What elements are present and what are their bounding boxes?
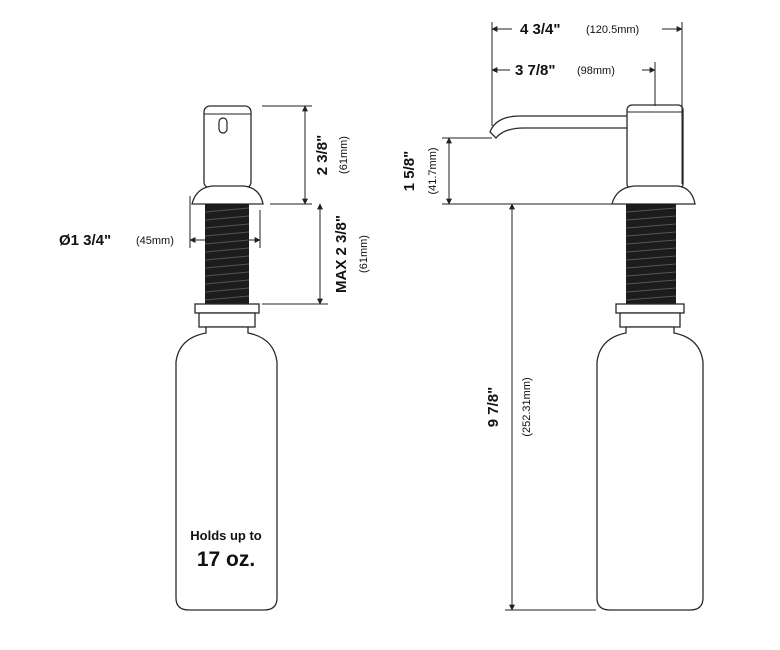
- spout-height-metric: (41.7mm): [427, 147, 439, 194]
- right-collar: [619, 312, 681, 328]
- diameter-imperial: Ø1 3/4": [59, 232, 111, 249]
- right-bottle: [596, 326, 704, 611]
- left-bottle: [175, 326, 278, 611]
- left-height-metric: (61mm): [338, 136, 350, 174]
- right-threaded-shank: [626, 204, 676, 304]
- left-dispenser-view: Holds up to 17 oz. 2 3/8" (61mm) MAX 2 3…: [59, 105, 370, 611]
- left-threaded-shank: [205, 204, 249, 304]
- right-dispenser-view: 4 3/4" (120.5mm) 3 7/8" (98mm) 1 5/8" (4…: [401, 16, 704, 611]
- spout-reach-metric: (98mm): [577, 65, 615, 77]
- overall-reach-metric: (120.5mm): [586, 24, 639, 36]
- right-flange: [611, 185, 696, 205]
- right-spout: [489, 115, 629, 139]
- below-counter-imperial: 9 7/8": [485, 387, 502, 427]
- bottle-capacity-value: 17 oz.: [197, 548, 255, 571]
- spout-reach-imperial: 3 7/8": [515, 62, 555, 79]
- spout-height-imperial: 1 5/8": [401, 151, 418, 191]
- thread-length-imperial: MAX 2 3/8": [333, 215, 350, 293]
- left-height-imperial: 2 3/8": [314, 135, 331, 175]
- left-flange: [191, 185, 264, 205]
- left-pump-head: [203, 105, 252, 189]
- left-pump-button-icon: [218, 117, 228, 134]
- left-collar: [198, 312, 256, 328]
- diameter-metric: (45mm): [136, 235, 174, 247]
- overall-reach-imperial: 4 3/4": [520, 21, 560, 38]
- thread-length-metric: (61mm): [358, 235, 370, 273]
- below-counter-metric: (252.31mm): [521, 377, 533, 436]
- left-nut: [194, 303, 260, 314]
- bottle-capacity-label: Holds up to: [190, 528, 262, 543]
- right-pump-head: [626, 104, 684, 190]
- right-nut: [615, 303, 685, 314]
